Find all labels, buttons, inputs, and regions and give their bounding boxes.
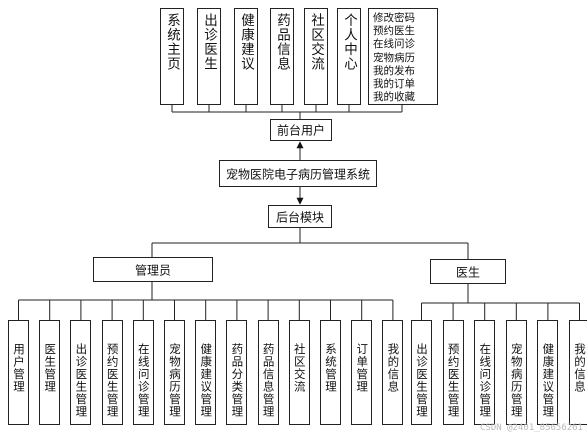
node-label: 订单管理 [355, 343, 370, 393]
node-label: 医生 [455, 265, 480, 279]
node-label: 健康建议管理 [199, 343, 214, 418]
personal-center-item: 我的发布 [373, 64, 415, 77]
admin-module-box: 药品分类管理 [226, 320, 248, 425]
watermark: CSDN @2401_85656261 [480, 423, 583, 433]
admin-module-box: 系统管理 [320, 320, 341, 425]
doctor-module-box: 在线问诊管理 [474, 320, 496, 425]
frontend-module-box: 药品信息 [270, 8, 294, 105]
node-label: 健康建议管理 [541, 343, 556, 418]
node-label: 药品信息 [274, 13, 290, 71]
personal-center-item: 我的收藏 [373, 91, 415, 104]
admin-module-box: 健康建议管理 [195, 320, 217, 425]
node-label: 健康建议 [238, 13, 254, 71]
admin-module-box: 医生管理 [39, 320, 61, 425]
node-label: 个人中心 [341, 13, 357, 71]
node-label: 我的信息 [386, 343, 401, 393]
admin-role-box: 管理员 [93, 257, 213, 282]
doctor-module-box: 我的信息 [569, 320, 587, 425]
node-label: 宠物医院电子病历管理系统 [225, 167, 370, 181]
admin-module-box: 社区交流 [288, 320, 310, 425]
node-label: 社区交流 [308, 13, 324, 71]
frontend-module-box: 系统主页 [160, 8, 184, 105]
admin-module-box: 在线问诊管理 [132, 320, 154, 425]
node-label: 药品分类管理 [230, 343, 245, 418]
personal-center-item: 宠物病历 [373, 51, 415, 64]
personal-center-item: 预约医生 [373, 25, 415, 38]
personal-center-item: 我的订单 [373, 78, 415, 91]
admin-module-box: 宠物病历管理 [164, 320, 185, 425]
node-label: 出诊医生管理 [74, 343, 89, 418]
node-label: 系统管理 [324, 343, 338, 393]
node-label: 宠物病历管理 [168, 343, 182, 418]
node-label: 前台用户 [276, 123, 325, 138]
node-label: 出诊医生管理 [415, 343, 429, 418]
doctor-role-box: 医生 [430, 259, 506, 284]
node-label: 系统主页 [164, 13, 180, 71]
node-label: 药品信息管理 [261, 343, 276, 418]
admin-module-box: 出诊医生管理 [70, 320, 92, 425]
doctor-module-box: 出诊医生管理 [411, 320, 432, 425]
personal-center-item-list: 修改密码预约医生在线问诊宠物病历我的发布我的订单我的收藏 [373, 12, 415, 104]
node-label: 预约医生管理 [105, 343, 120, 418]
personal-center-items-box: 修改密码预约医生在线问诊宠物病历我的发布我的订单我的收藏 [368, 8, 438, 105]
admin-module-box: 我的信息 [382, 320, 404, 425]
node-label: 后台模块 [275, 210, 324, 224]
node-label: 用户管理 [12, 343, 26, 393]
admin-module-box: 预约医生管理 [101, 320, 123, 425]
frontend-user-box: 前台用户 [270, 119, 332, 141]
personal-center-item: 在线问诊 [373, 38, 415, 51]
node-label: 我的信息 [573, 343, 587, 393]
frontend-module-box: 出诊医生 [197, 8, 221, 105]
personal-center-item: 修改密码 [373, 12, 415, 24]
system-name-box: 宠物医院电子病历管理系统 [219, 160, 377, 187]
frontend-module-box: 社区交流 [304, 8, 328, 105]
admin-module-box: 药品信息管理 [257, 320, 279, 425]
node-label: 预约医生管理 [446, 343, 461, 418]
node-label: 管理员 [134, 263, 171, 277]
node-label: 宠物病历管理 [509, 343, 524, 418]
frontend-module-box: 健康建议 [234, 8, 258, 105]
doctor-module-box: 宠物病历管理 [505, 320, 527, 425]
node-label: 在线问诊管理 [478, 343, 493, 418]
doctor-module-box: 健康建议管理 [537, 320, 559, 425]
admin-module-box: 订单管理 [351, 320, 373, 425]
node-label: 社区交流 [292, 343, 307, 393]
frontend-module-box: 个人中心 [337, 8, 361, 105]
backend-module-box: 后台模块 [268, 205, 332, 228]
node-label: 在线问诊管理 [136, 343, 151, 418]
node-label: 医生管理 [43, 343, 58, 393]
doctor-module-box: 预约医生管理 [442, 320, 464, 425]
admin-module-box: 用户管理 [8, 320, 29, 425]
node-label: 出诊医生 [201, 13, 217, 71]
